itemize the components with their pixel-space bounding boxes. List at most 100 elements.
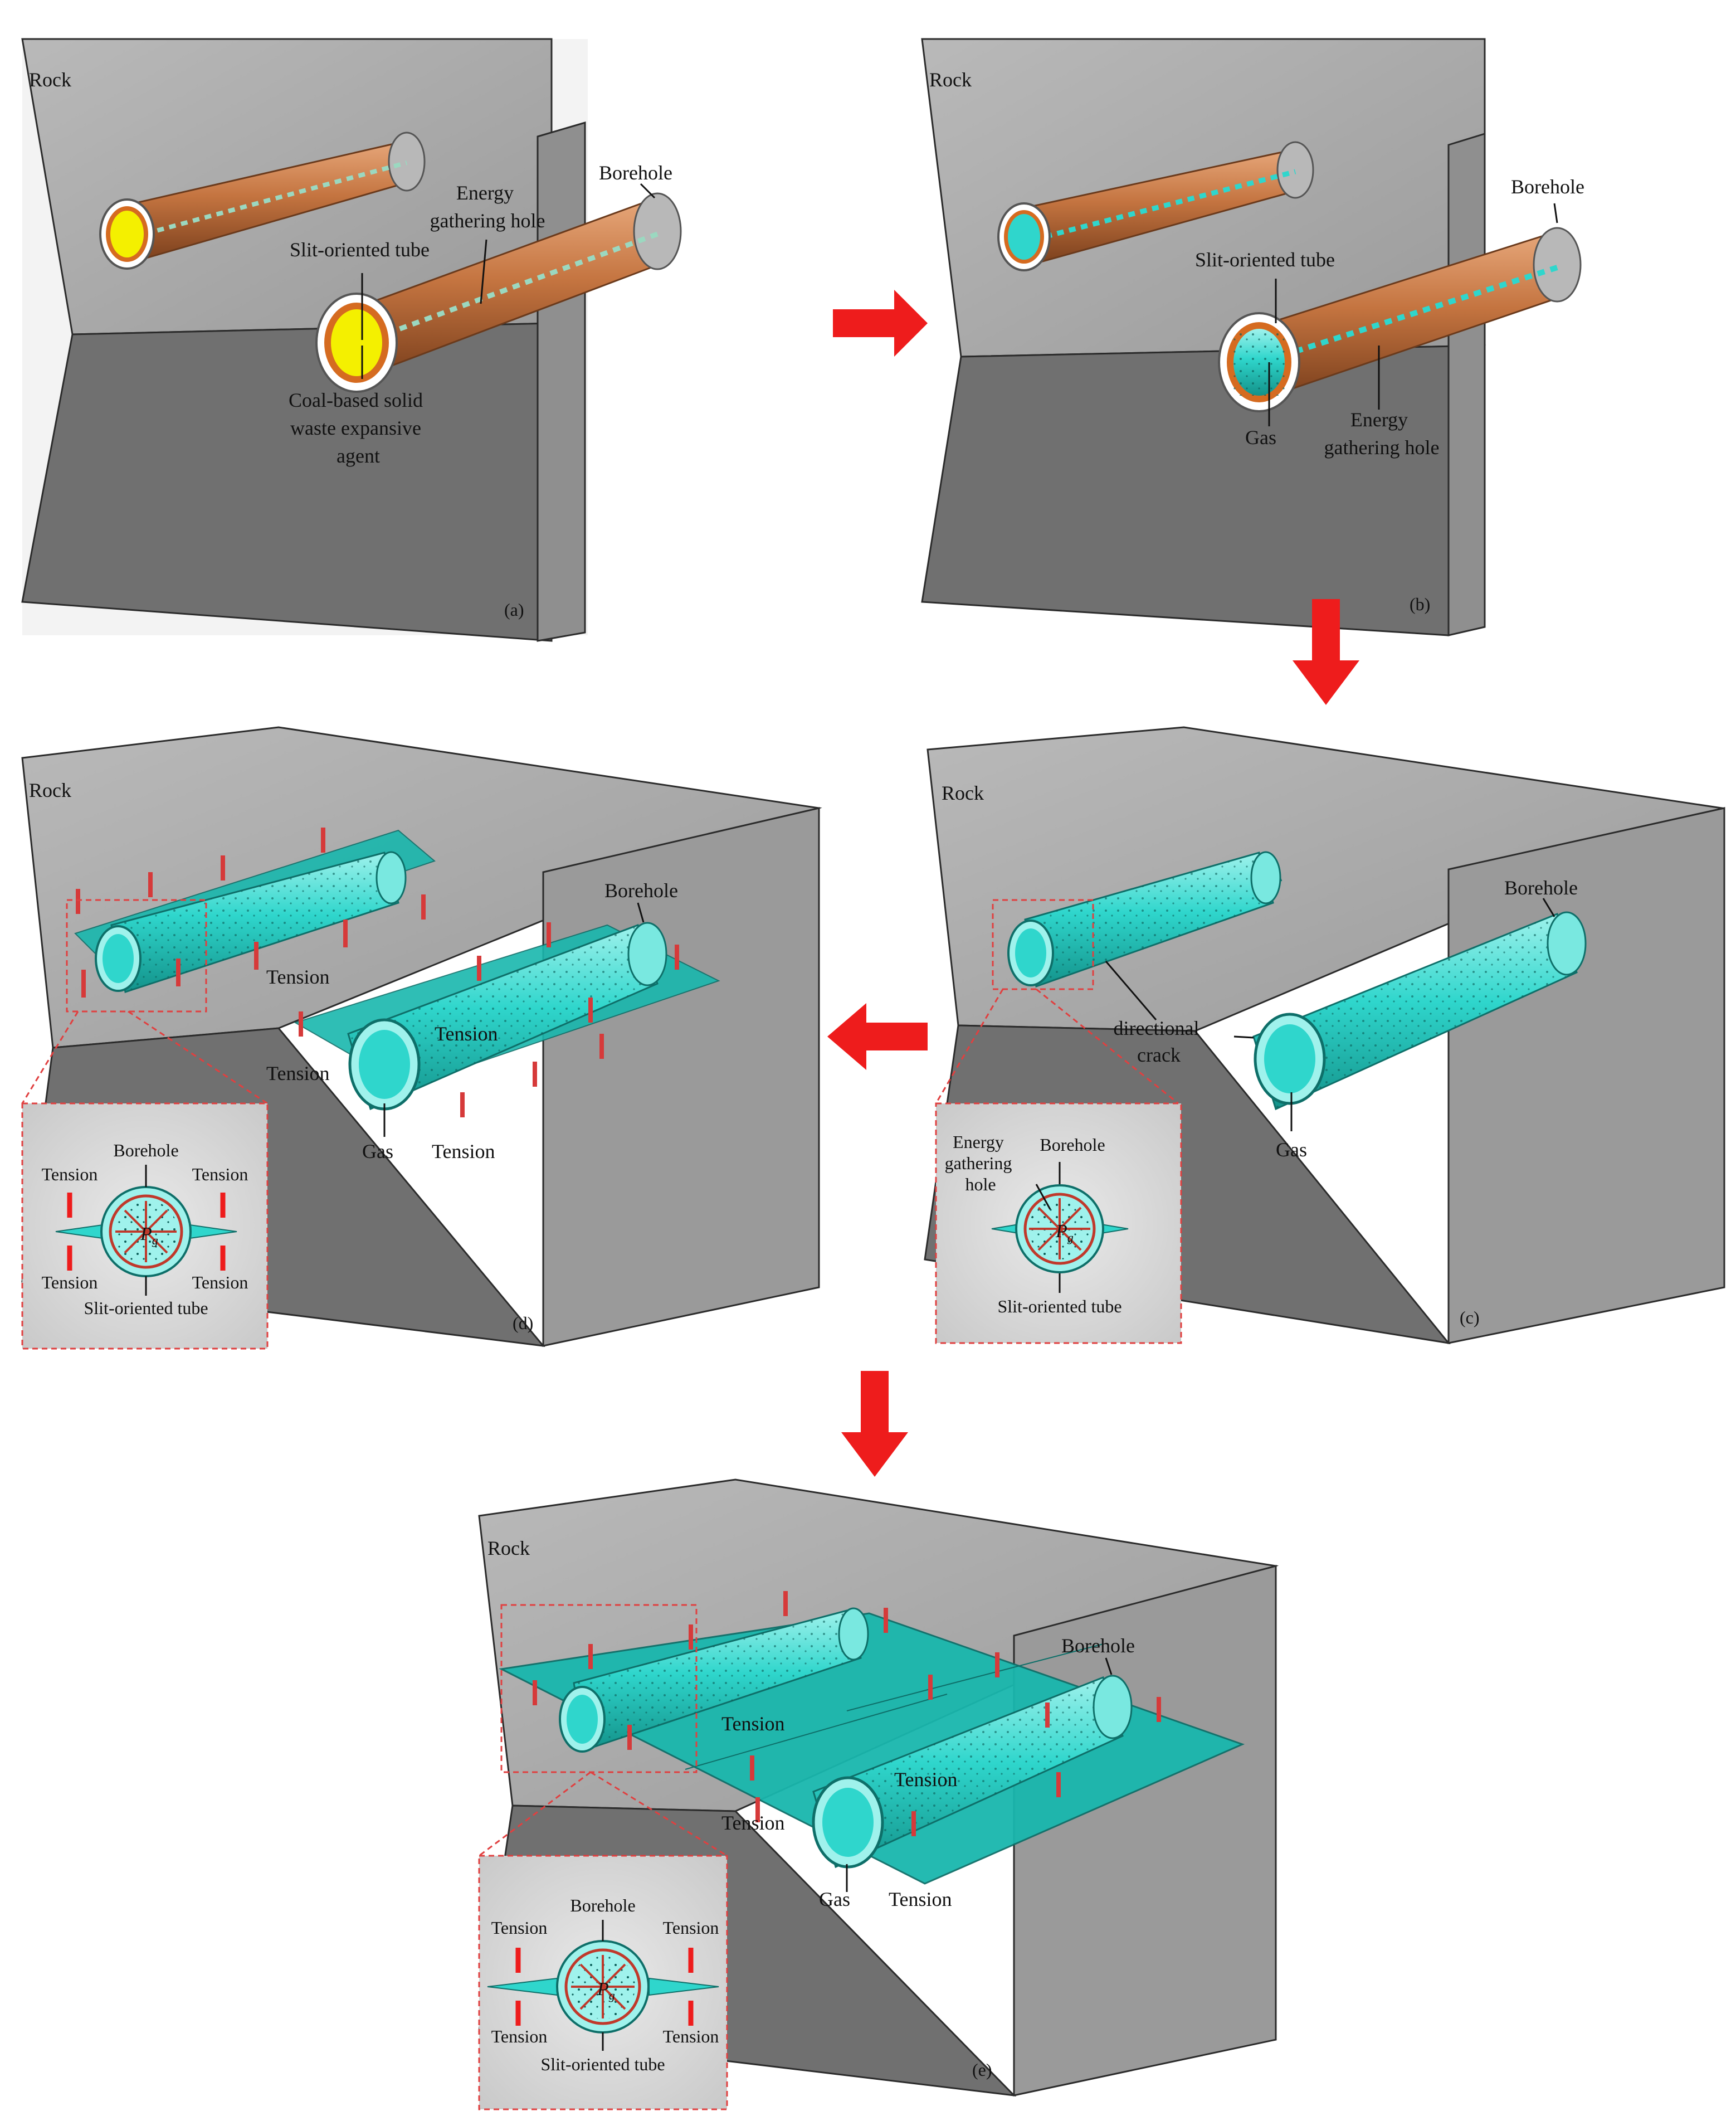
- slit-tube-front: [1218, 227, 1582, 412]
- tension-label: Tension: [266, 1062, 329, 1084]
- tension-label: Tension: [435, 1023, 498, 1045]
- crack-line1: directional: [1114, 1017, 1199, 1039]
- leader-lines: [361, 183, 656, 379]
- energy-hole-label: Energy gathering hole: [430, 182, 545, 232]
- inset-energy-line1: Energy: [953, 1132, 1004, 1152]
- borehole-label: Borehole: [604, 879, 678, 902]
- tension-label: Tension: [721, 1812, 784, 1834]
- agent-line1: Coal-based solid: [289, 389, 423, 411]
- panel-tag: (b): [1410, 594, 1430, 614]
- agent-line2: waste expansive: [290, 417, 421, 439]
- borehole-label: Borehole: [1511, 176, 1584, 198]
- agent-label: Coal-based solid waste expansive agent: [289, 389, 428, 467]
- panel-c: Rock Borehole directional crack Gas (c): [924, 726, 1725, 1345]
- inset-borehole-label: Borehole: [113, 1140, 178, 1160]
- inset-borehole-label: Borehole: [570, 1895, 635, 1915]
- crack-label: directional crack: [1114, 1017, 1205, 1066]
- energy-hole-line2: gathering hole: [1324, 436, 1440, 459]
- rock-front-face: [537, 121, 586, 642]
- borehole-label: Borehole: [599, 162, 672, 184]
- rock-front-face: [1447, 132, 1486, 636]
- rock-front-face: [1013, 1565, 1277, 2096]
- rock-front-face: [1447, 807, 1725, 1344]
- panel-b: Rock Borehole Slit-oriented tube Gas Ene…: [921, 38, 1584, 636]
- inset-cross-section: Energy gathering hole Borehole Pg Slit-o…: [935, 988, 1182, 1344]
- inset-callout-box: [992, 899, 1094, 990]
- leader-lines: [383, 902, 645, 1137]
- crack-tube-front: [294, 922, 720, 1111]
- pressure-subscript: g: [1067, 1230, 1074, 1244]
- pressure-label: Pg: [140, 1224, 158, 1247]
- panel-tag: (c): [1460, 1307, 1480, 1327]
- panel-d: Rock Borehole Tension Tension Tension Te…: [21, 726, 822, 1350]
- pressure-subscript: g: [152, 1233, 158, 1247]
- panel-a: Rock Energy gathering hole Borehole Slit…: [21, 38, 682, 642]
- tension-label: Tension: [266, 966, 329, 988]
- inset-cross-section: Borehole Tension Tension Tension Tension…: [21, 1010, 269, 1350]
- tension-label: Tension: [894, 1768, 957, 1791]
- energy-hole-line1: Energy: [1350, 408, 1408, 431]
- inset-energy-line2: gathering: [945, 1153, 1012, 1173]
- red-block-arrow-icon: [841, 1371, 908, 1477]
- red-block-arrow-icon: [1293, 599, 1359, 705]
- slit-tube-label: Slit-oriented tube: [1195, 249, 1335, 271]
- rock-label: Rock: [942, 782, 984, 804]
- inset-tension-label: Tension: [42, 1164, 98, 1184]
- tension-label: Tension: [432, 1140, 495, 1162]
- red-block-arrow-icon: [833, 290, 928, 357]
- inset-tension-label: Tension: [491, 1918, 548, 1938]
- pressure-symbol: P: [597, 1979, 609, 2000]
- gas-label: Gas: [819, 1888, 850, 1910]
- borehole-label: Borehole: [1504, 877, 1578, 899]
- panel-tag: (e): [972, 2060, 992, 2080]
- rock-label: Rock: [29, 69, 71, 91]
- crack-tube-front: [1252, 911, 1587, 1111]
- energy-hole-label: Energy gathering hole: [1324, 408, 1440, 459]
- slit-tube-back: [99, 132, 426, 270]
- borehole-label: Borehole: [1061, 1635, 1135, 1657]
- inset-tension-label: Tension: [192, 1164, 248, 1184]
- leader-lines: [846, 1657, 1113, 1892]
- inset-tension-label: Tension: [663, 2026, 719, 2046]
- crack-tube-back: [1007, 851, 1283, 988]
- rock-label: Rock: [487, 1537, 530, 1559]
- gas-label: Gas: [1276, 1139, 1307, 1161]
- pressure-arrows: [1029, 1198, 1090, 1259]
- gas-label: Gas: [362, 1140, 393, 1162]
- crack-tube-back: [559, 1607, 869, 1753]
- rock-front-face: [542, 807, 820, 1347]
- inset-energy-line3: hole: [965, 1174, 996, 1194]
- energy-hole-line1: Energy: [456, 182, 514, 204]
- crack-line2: crack: [1137, 1044, 1181, 1066]
- inset-callout-box: [500, 1604, 698, 1773]
- panel-tag: (a): [504, 600, 524, 620]
- tension-label: Tension: [721, 1713, 784, 1735]
- agent-line3: agent: [337, 445, 380, 467]
- crack-tube-back: [74, 829, 436, 993]
- leader-lines: [1105, 898, 1555, 1131]
- slit-tube-back: [997, 141, 1314, 271]
- panel-tag: (d): [513, 1313, 533, 1333]
- tension-arrows: [533, 1591, 1161, 1836]
- rock-floor: [921, 344, 1486, 636]
- leader-lines: [1268, 203, 1558, 426]
- inset-tension-arrows: [67, 1193, 226, 1271]
- pressure-label: Pg: [1055, 1221, 1074, 1244]
- rock-floor: [21, 322, 553, 642]
- pressure-subscript: g: [609, 1988, 615, 2002]
- pressure-symbol: P: [140, 1224, 152, 1244]
- slit-tube-front: [315, 192, 682, 393]
- inset-tension-label: Tension: [491, 2026, 548, 2046]
- rock-label: Rock: [929, 69, 972, 91]
- pressure-label: Pg: [597, 1979, 615, 2002]
- tension-arrows: [76, 828, 679, 1117]
- inset-tension-label: Tension: [663, 1918, 719, 1938]
- inset-slit-tube-label: Slit-oriented tube: [997, 1296, 1121, 1316]
- slit-tube-label: Slit-oriented tube: [290, 239, 430, 261]
- red-block-arrow-icon: [827, 1003, 928, 1070]
- inset-borehole-label: Borehole: [1040, 1135, 1105, 1155]
- inset-slit-tube-label: Slit-oriented tube: [540, 2054, 665, 2074]
- panel-e: Rock Borehole Tension Tension Tension Te…: [478, 1478, 1279, 2110]
- gas-label: Gas: [1245, 426, 1276, 449]
